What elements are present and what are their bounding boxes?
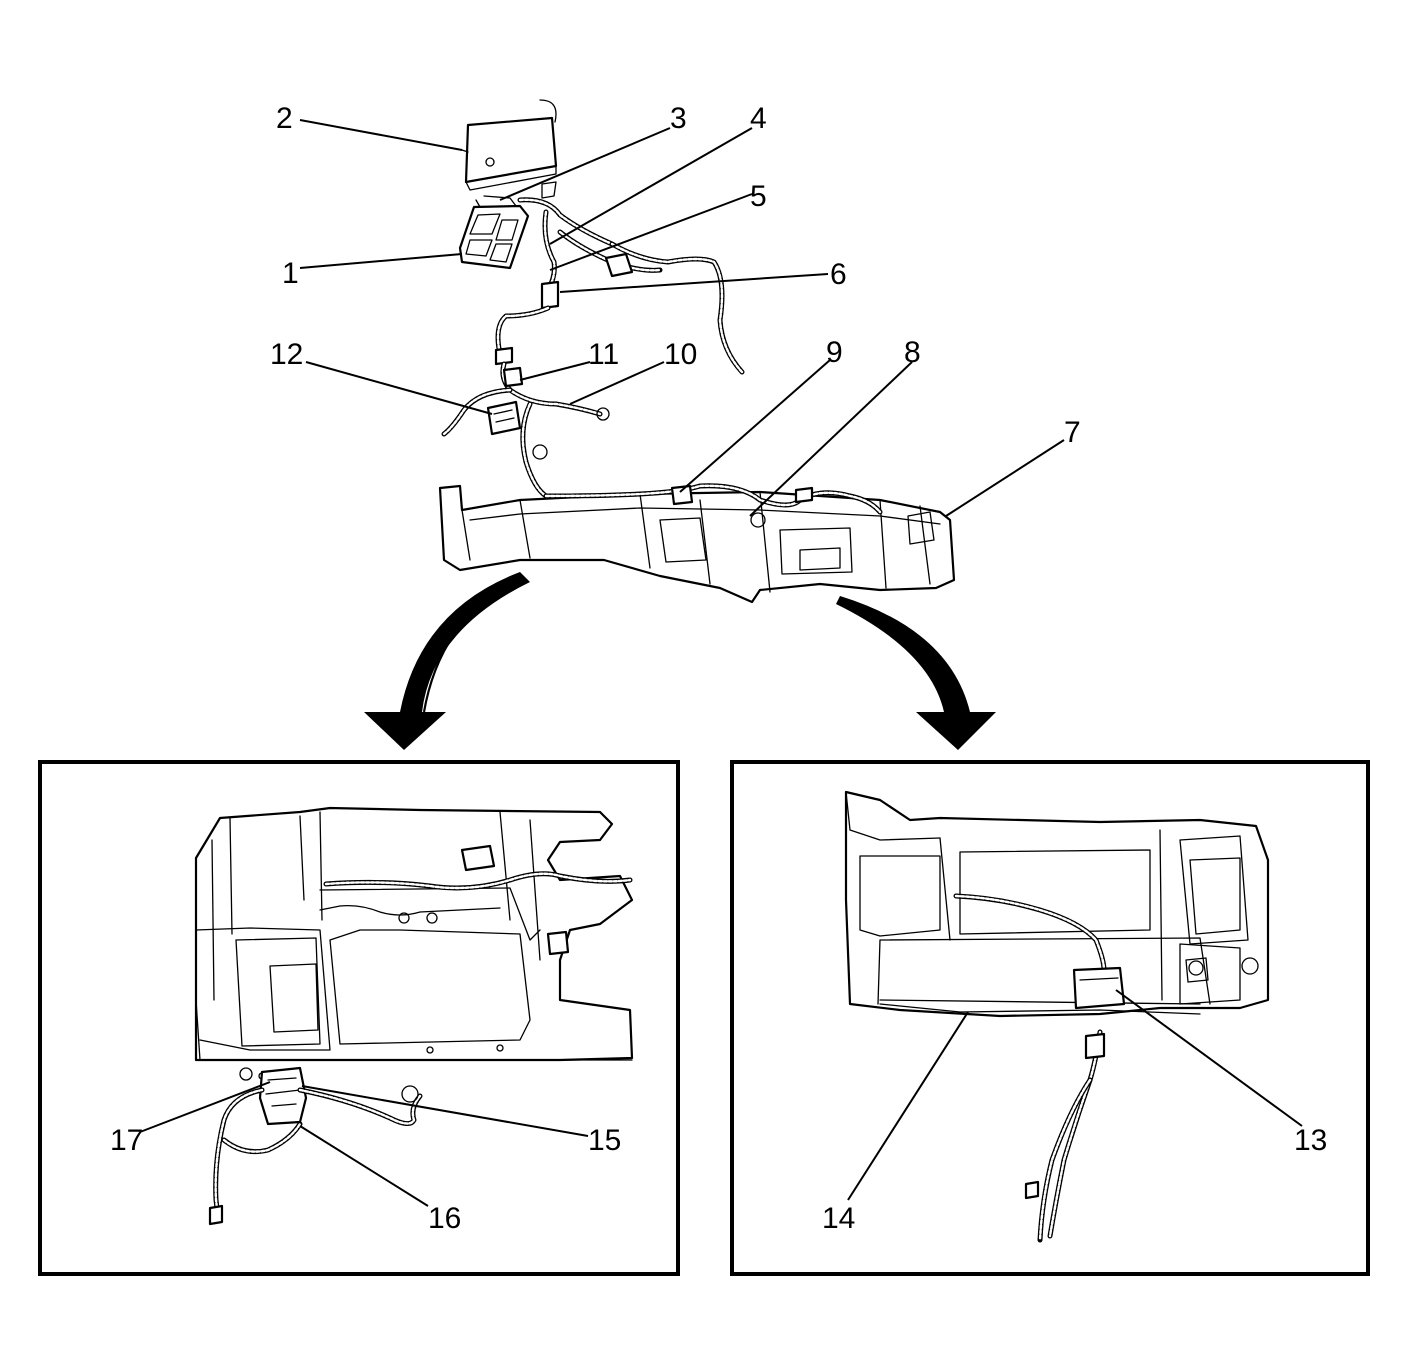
left-detail-frame [38, 760, 680, 1276]
callout-8: 8 [904, 336, 921, 369]
module-box [461, 99, 558, 191]
right-detail-frame [730, 760, 1370, 1276]
upper-exploded-view: 2 3 4 5 1 6 12 11 10 9 8 7 [270, 99, 1081, 604]
right-detail-view: 13 14 [730, 760, 1370, 1276]
callout-9: 9 [826, 336, 843, 369]
left-curved-arrow-icon [364, 572, 530, 750]
callout-6: 6 [830, 258, 847, 291]
callout-14: 14 [822, 1202, 855, 1235]
callout-7: 7 [1064, 416, 1081, 449]
callout-1: 1 [282, 257, 299, 290]
fuse-block [458, 195, 530, 270]
callout-10: 10 [664, 338, 697, 371]
callout-2: 2 [276, 102, 293, 135]
callout-13: 13 [1294, 1124, 1327, 1157]
callout-11: 11 [588, 338, 619, 371]
connector-6 [495, 280, 560, 357]
sub-harness-lower [441, 346, 610, 499]
upper-leader-lines [299, 119, 1065, 517]
left-detail-view: 17 15 16 [38, 760, 680, 1276]
instrument-panel-carrier [438, 484, 956, 604]
callout-17: 17 [110, 1124, 143, 1157]
callout-16: 16 [428, 1202, 461, 1235]
callout-12: 12 [270, 338, 303, 371]
right-curved-arrow-icon [836, 596, 996, 750]
carrier-harness [543, 483, 883, 528]
callout-4: 4 [750, 102, 767, 135]
callout-3: 3 [670, 102, 687, 135]
callout-5: 5 [750, 180, 767, 213]
callout-15: 15 [588, 1124, 621, 1157]
